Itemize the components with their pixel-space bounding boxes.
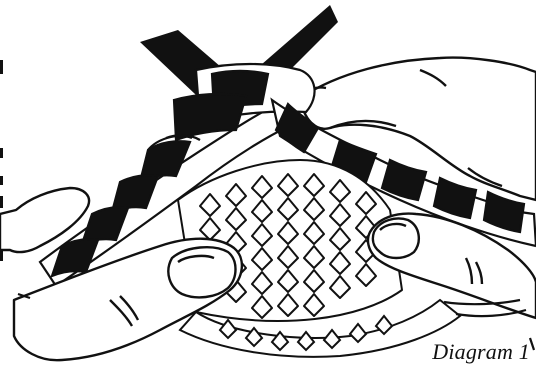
diagram-caption: Diagram 1 [432, 339, 530, 365]
